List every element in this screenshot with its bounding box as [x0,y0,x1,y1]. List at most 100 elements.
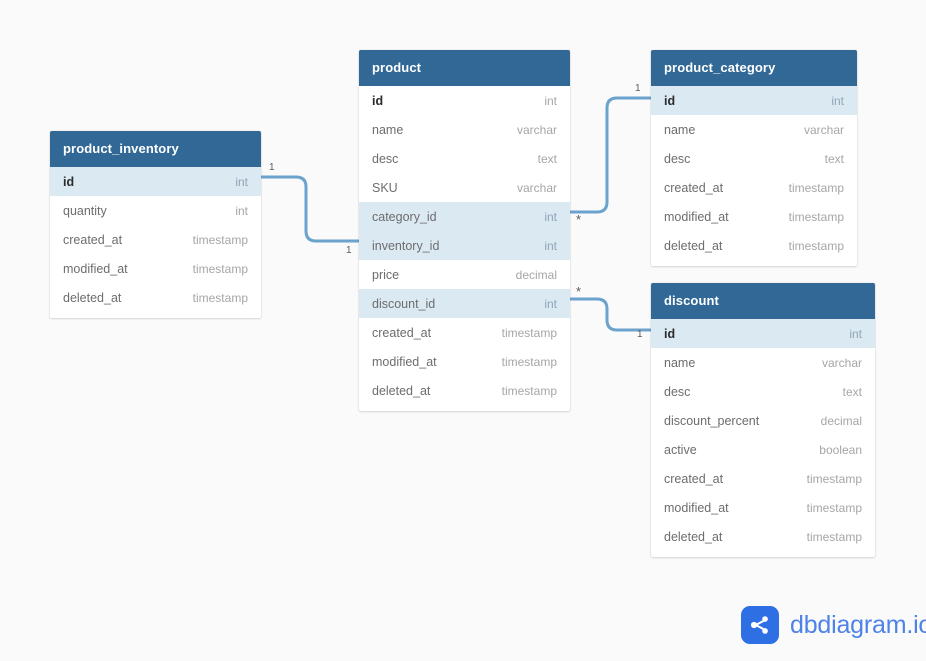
field-row[interactable]: desc text [359,144,570,173]
field-type: timestamp [806,529,862,544]
field-name: id [372,93,384,108]
field-type: varchar [516,122,557,137]
field-name: id [63,174,75,189]
field-name: modified_at [664,209,729,224]
field-row[interactable]: quantity int [50,196,261,225]
field-row[interactable]: id int [651,86,857,115]
field-type: timestamp [788,209,844,224]
field-row[interactable]: name varchar [359,115,570,144]
field-name: deleted_at [664,238,723,253]
field-row[interactable]: created_at timestamp [651,173,857,202]
field-row[interactable]: modified_at timestamp [651,202,857,231]
field-name: SKU [372,180,398,195]
field-type: timestamp [501,383,557,398]
field-name: quantity [63,203,107,218]
field-type: int [235,174,248,189]
table-title: product_category [651,50,857,86]
field-row[interactable]: category_id int [359,202,570,231]
field-name: name [372,122,404,137]
field-type: text [537,151,557,166]
field-name: created_at [63,232,123,247]
field-type: int [544,209,557,224]
field-name: modified_at [372,354,437,369]
cardinality-inventory-from: 1 [269,162,275,173]
field-type: int [831,93,844,108]
field-type: timestamp [192,232,248,247]
field-type: int [544,238,557,253]
field-row[interactable]: deleted_at timestamp [651,231,857,260]
field-row[interactable]: name varchar [651,348,875,377]
field-type: varchar [803,122,844,137]
field-name: deleted_at [664,529,723,544]
field-type: decimal [515,267,557,282]
field-type: timestamp [192,290,248,305]
brand-wordmark: dbdiagram.io [790,610,926,639]
field-name: modified_at [664,500,729,515]
field-row[interactable]: modified_at timestamp [359,347,570,376]
table-title: product [359,50,570,86]
field-name: id [664,326,676,341]
field-type: text [842,384,862,399]
table-title: discount [651,283,875,319]
field-name: id [664,93,676,108]
field-type: varchar [516,180,557,195]
field-type: timestamp [192,261,248,276]
field-type: timestamp [788,180,844,195]
field-name: deleted_at [63,290,122,305]
field-type: timestamp [501,325,557,340]
field-type: timestamp [501,354,557,369]
field-name: active [664,442,697,457]
field-name: modified_at [63,261,128,276]
field-type: decimal [820,413,862,428]
field-row[interactable]: inventory_id int [359,231,570,260]
field-type: timestamp [806,500,862,515]
field-name: discount_id [372,296,436,311]
connector-category [569,96,652,214]
cardinality-inventory-to: 1 [346,245,352,256]
field-name: inventory_id [372,238,440,253]
field-type: int [235,203,248,218]
field-row[interactable]: deleted_at timestamp [651,522,875,551]
field-row[interactable]: id int [50,167,261,196]
connector-inventory [260,175,360,243]
field-type: varchar [821,355,862,370]
cardinality-category-to: 1 [635,83,641,94]
field-type: timestamp [788,238,844,253]
field-name: desc [372,151,399,166]
field-name: price [372,267,400,282]
cardinality-category-from: * [576,212,582,227]
field-row[interactable]: modified_at timestamp [651,493,875,522]
field-row[interactable]: modified_at timestamp [50,254,261,283]
field-type: int [544,296,557,311]
dbdiagram-brand[interactable]: dbdiagram.io [741,606,926,644]
field-row[interactable]: discount_id int [359,289,570,318]
field-name: category_id [372,209,437,224]
field-type: int [849,326,862,341]
field-row[interactable]: deleted_at timestamp [50,283,261,312]
field-name: name [664,355,696,370]
share-nodes-icon [741,606,779,644]
field-row[interactable]: price decimal [359,260,570,289]
field-name: created_at [664,180,724,195]
field-row[interactable]: SKU varchar [359,173,570,202]
field-row[interactable]: id int [651,319,875,348]
field-row[interactable]: created_at timestamp [50,225,261,254]
